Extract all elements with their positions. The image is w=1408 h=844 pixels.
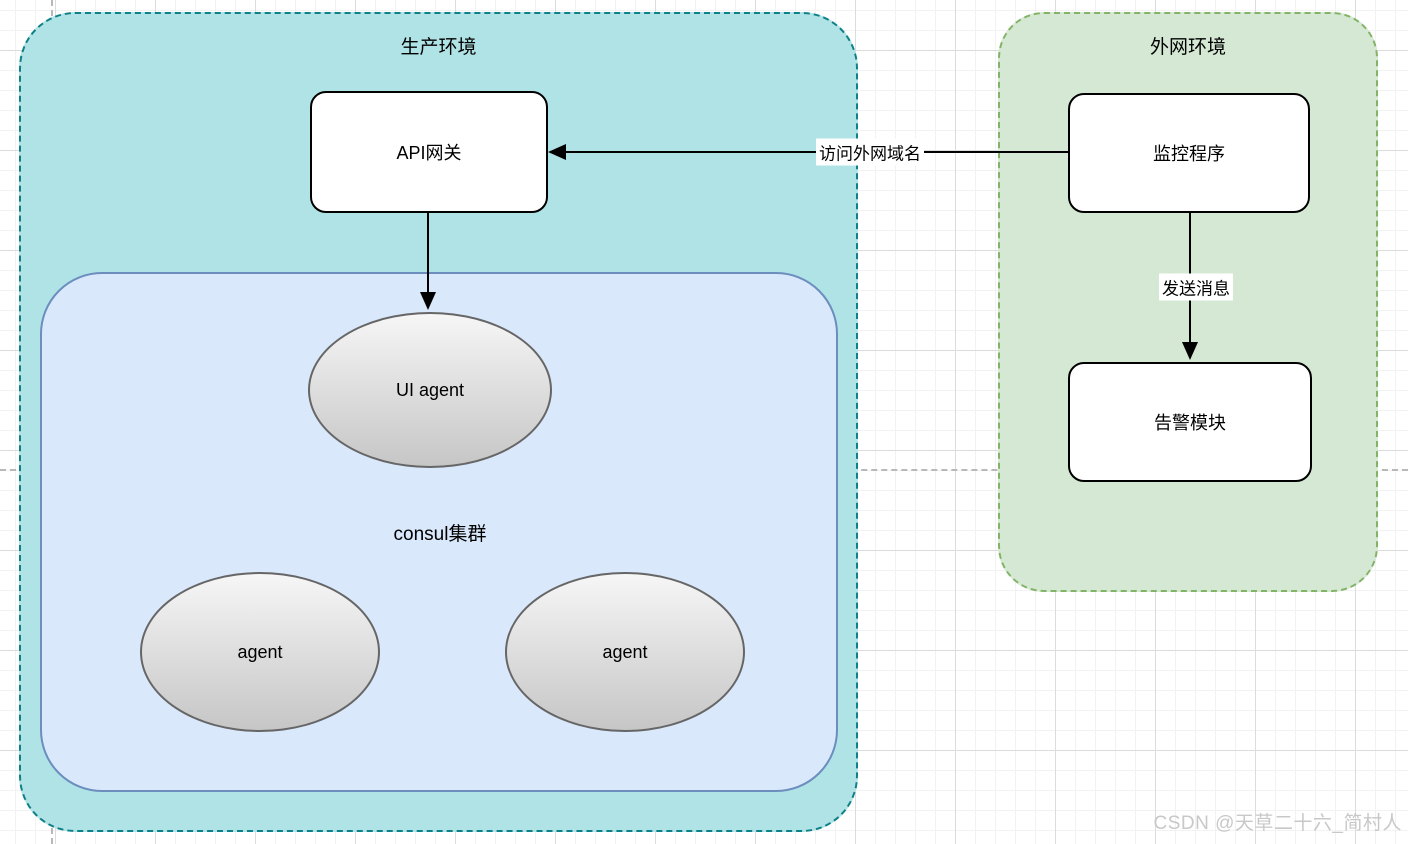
ellipse-agent-2: agent	[505, 572, 745, 732]
production-env-title: 生产环境	[400, 37, 477, 58]
arrow-monitor-to-gateway-line	[560, 151, 1068, 153]
watermark: CSDN @天草二十六_简村人	[1153, 813, 1402, 834]
consul-cluster-title: consul集群	[393, 524, 487, 545]
arrow-gateway-to-ui-agent-line	[427, 213, 429, 295]
ellipse-ui-agent: UI agent	[308, 312, 552, 468]
ellipse-agent-1: agent	[140, 572, 380, 732]
node-alert-module: 告警模块	[1068, 362, 1312, 482]
external-env-title: 外网环境	[1149, 37, 1226, 58]
edge-label-send-message: 发送消息	[1159, 273, 1233, 301]
ellipse-agent-1-label: agent	[237, 641, 283, 662]
node-monitor-program-label: 监控程序	[1153, 144, 1225, 164]
node-api-gateway: API网关	[310, 91, 548, 213]
node-alert-module-label: 告警模块	[1154, 413, 1226, 433]
ellipse-ui-agent-label: UI agent	[395, 379, 465, 400]
edge-label-access-domain: 访问外网域名	[816, 138, 924, 166]
arrowhead-down-icon	[1182, 342, 1198, 360]
arrowhead-down-icon	[420, 292, 436, 310]
node-api-gateway-label: API网关	[396, 143, 462, 163]
node-monitor-program: 监控程序	[1068, 93, 1310, 213]
arrowhead-left-icon	[548, 144, 566, 160]
ellipse-agent-2-label: agent	[602, 641, 648, 662]
